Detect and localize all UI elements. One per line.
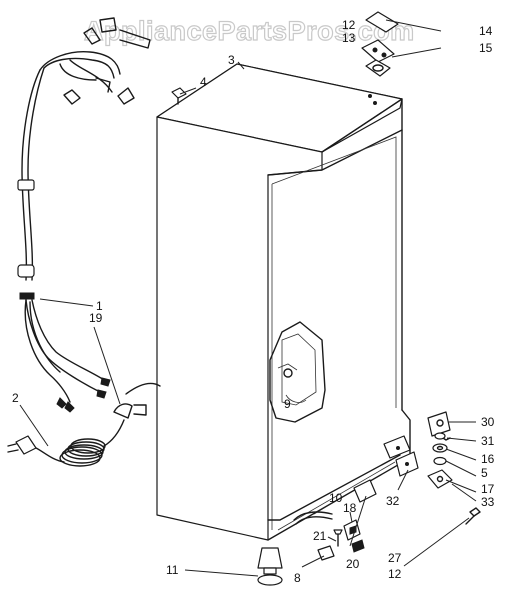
callout-20: 20 [346, 557, 360, 571]
top-hinge-cover [365, 11, 399, 33]
wire-harness [17, 17, 151, 413]
top-hinge-bracket [361, 39, 395, 63]
callout-2: 2 [12, 391, 19, 405]
callout-12-bottom: 12 [388, 567, 402, 581]
callout-27: 27 [388, 551, 402, 565]
callout-15: 15 [479, 41, 493, 55]
top-hinge-shim [365, 59, 391, 77]
callout-18: 18 [343, 501, 357, 515]
power-cord [7, 382, 161, 467]
callout-3: 3 [228, 53, 235, 67]
inner-duct-housing [269, 321, 326, 423]
callout-14: 14 [479, 24, 493, 38]
callout-4: 4 [200, 75, 207, 89]
tube-10 [293, 511, 333, 525]
callout-17: 17 [481, 482, 495, 496]
callout-19: 19 [89, 311, 103, 325]
callout-33: 33 [481, 495, 495, 509]
cabinet-shell [156, 63, 411, 541]
callout-12-top: 12 [342, 18, 356, 32]
screw-21 [333, 529, 343, 547]
callout-30: 30 [481, 415, 495, 429]
callout-31: 31 [481, 434, 495, 448]
callout-8: 8 [294, 571, 301, 585]
hinge-mount-block [383, 435, 419, 477]
callout-10: 10 [329, 491, 343, 505]
callout-5: 5 [481, 466, 488, 480]
screw-4 [171, 87, 187, 105]
callout-32: 32 [386, 494, 400, 508]
callout-9: 9 [284, 397, 291, 411]
callout-13: 13 [342, 31, 356, 45]
callout-11: 11 [166, 563, 179, 577]
leader-lines [19, 19, 477, 577]
callout-labels: 1 19 2 3 4 12 13 14 15 9 30 31 16 5 17 3… [12, 18, 495, 585]
clip-20 [351, 539, 365, 553]
watermark-text: AppliancePartsPros.com [84, 16, 415, 46]
bracket-27 [353, 479, 377, 503]
leveling-leg [257, 547, 283, 586]
callout-21: 21 [313, 529, 327, 543]
callout-16: 16 [481, 452, 495, 466]
callout-1: 1 [96, 299, 103, 313]
lower-hinge-parts [427, 411, 481, 525]
